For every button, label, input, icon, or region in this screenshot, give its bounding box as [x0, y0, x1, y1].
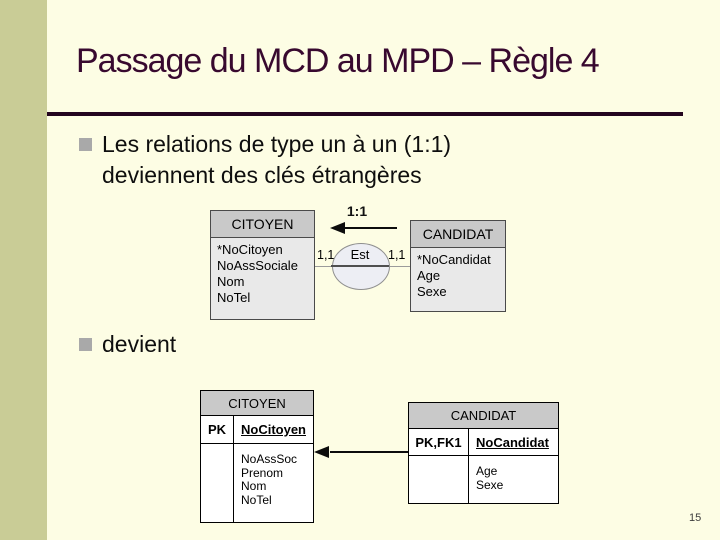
relation-name: Est: [350, 247, 370, 262]
bullet-item-rule: Les relations de type un à un (1:1) devi…: [79, 129, 451, 191]
table-field: Age: [476, 464, 498, 478]
arrow-left-icon: [314, 446, 329, 458]
foreign-key-arrow-line: [330, 451, 408, 453]
table-citoyen-key-label: PK: [201, 416, 234, 444]
table-field: Prenom: [241, 465, 284, 480]
entity-attribute: Nom: [217, 274, 245, 289]
left-accent-bar: [0, 0, 47, 540]
table-candidat-fields: Age Sexe: [469, 456, 558, 503]
table-candidat: CANDIDAT PK,FK1 NoCandidat Age Sexe: [408, 402, 559, 504]
entity-attribute: *NoCandidat: [417, 252, 491, 267]
entity-citoyen: CITOYEN *NoCitoyen NoAssSociale Nom NoTe…: [210, 210, 315, 320]
entity-attribute: Age: [417, 268, 441, 283]
entity-candidat: CANDIDAT *NoCandidat Age Sexe: [410, 220, 506, 312]
entity-candidat-header: CANDIDAT: [411, 221, 505, 248]
bullet-rule-line-2: deviennent des clés étrangères: [102, 162, 422, 188]
table-field: NoAssSoc: [241, 452, 298, 466]
table-candidat-key-field: NoCandidat: [469, 429, 558, 456]
table-field: NoTel: [241, 492, 272, 507]
cardinality-right: 1,1: [388, 248, 406, 262]
one-to-one-arrow-line: [345, 227, 397, 229]
arrow-left-icon: [330, 222, 345, 234]
bullet-text: Les relations de type un à un (1:1) devi…: [102, 129, 451, 191]
entity-attribute: NoTel: [217, 290, 251, 305]
bullet-devient-label: devient: [102, 331, 177, 357]
one-to-one-arrow-label: 1:1: [346, 203, 368, 219]
entity-attribute: NoAssSociale: [217, 258, 298, 273]
entity-citoyen-attributes: *NoCitoyen NoAssSociale Nom NoTel: [211, 238, 314, 306]
table-citoyen-empty-cell: [201, 444, 234, 522]
bullet-rule-line-1: Les relations de type un à un (1:1): [102, 131, 452, 157]
table-citoyen-header: CITOYEN: [201, 391, 313, 416]
relation-ellipse-line: [331, 265, 389, 267]
entity-citoyen-header: CITOYEN: [211, 211, 314, 238]
table-candidat-empty-cell: [409, 456, 469, 503]
table-field: Sexe: [476, 477, 504, 492]
page-number: 15: [689, 512, 702, 524]
entity-attribute: Sexe: [417, 284, 447, 299]
bullet-square-icon: [79, 338, 92, 351]
table-field: Nom: [241, 479, 267, 493]
title-divider: [47, 112, 683, 116]
table-candidat-header: CANDIDAT: [409, 403, 558, 429]
entity-attribute: *NoCitoyen: [217, 242, 283, 257]
bullet-item-devient: devient: [79, 329, 176, 360]
table-citoyen: CITOYEN PK NoCitoyen NoAssSoc Prenom Nom…: [200, 390, 314, 523]
entity-candidat-attributes: *NoCandidat Age Sexe: [411, 248, 505, 300]
cardinality-left: 1,1: [317, 248, 335, 262]
table-candidat-key-label: PK,FK1: [409, 429, 469, 456]
table-citoyen-fields: NoAssSoc Prenom Nom NoTel: [234, 444, 313, 522]
bullet-square-icon: [79, 138, 92, 151]
table-citoyen-key-field: NoCitoyen: [234, 416, 313, 444]
page-title: Passage du MCD au MPD – Règle 4: [76, 42, 600, 80]
